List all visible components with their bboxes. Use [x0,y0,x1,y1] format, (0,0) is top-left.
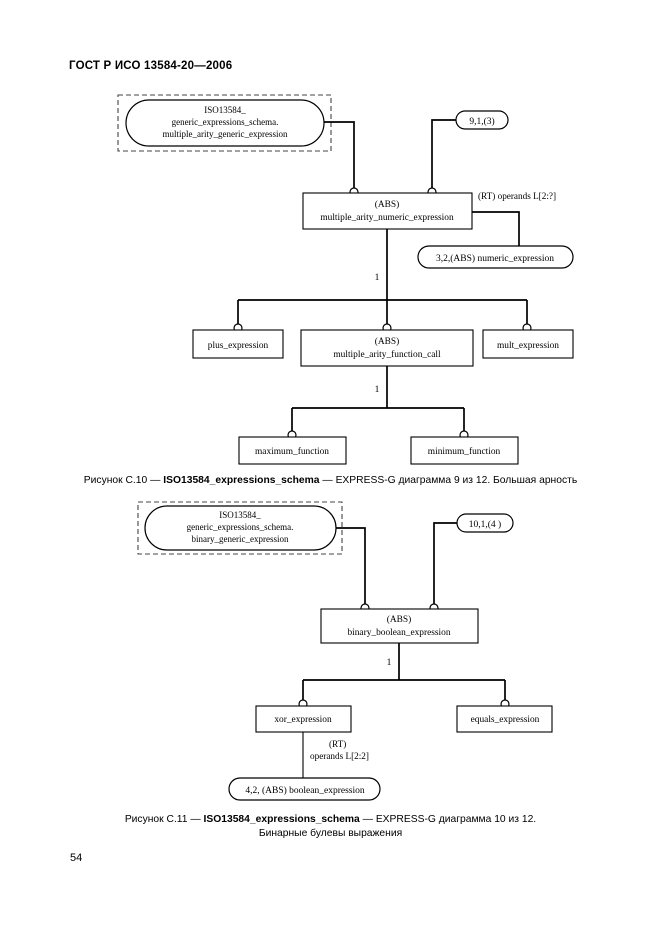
rt-operands-label-1: (RT) operands L[2:?] [478,191,556,201]
entity-box-root-2-line1: (ABS) [387,614,411,625]
figure-c10-caption: Рисунок С.10 — ISO13584_expressions_sche… [0,474,661,488]
connector-pageref-to-root-2 [433,522,457,608]
supertype-marker-2: 1 [375,385,380,395]
entity-box-plus-expression [192,329,284,359]
entity-box-maximum-function [238,436,347,465]
oval-boolean-expression-label: 4,2, (ABS) boolean_expression [245,785,365,796]
entity-box-root-2-line2: binary_boolean_expression [347,628,450,638]
entity-box-minimum-function-label: minimum_function [428,446,501,457]
interface-dashed-border-1 [117,94,332,152]
page-ref-label-2: 10,1,(4 ) [469,519,501,530]
reference-oval-2-line2: generic_expressions_schema. [187,522,294,532]
entity-box-equals-expression [456,705,553,733]
entity-box-binary-boolean-expression [320,608,479,644]
reference-oval-1-line1: ISO13584_ [204,105,246,115]
reference-oval-1-line3: multiple_arity_generic_expression [163,129,288,139]
figure-c11-caption-suffix: — EXPRESS-G диаграмма 10 из 12. [359,814,537,825]
document-header: ГОСТ Р ИСО 13584-20—2006 [69,60,233,72]
oval-numeric-expression-label: 3,2,(ABS) numeric_expression [436,253,554,264]
page-number: 54 [70,852,83,864]
figure-c11-caption-prefix: Рисунок С.11 — [124,814,204,825]
figure-c10-diagram: ISO13584_ generic_expressions_schema. mu… [117,94,574,465]
connector-ref-to-root-1 [324,121,355,192]
figure-c10-caption-prefix: Рисунок С.10 — [83,475,164,486]
figure-c11-caption: Рисунок С.11 — ISO13584_expressions_sche… [0,813,661,841]
figure-c10-caption-schema: ISO13584_expressions_schema [163,475,320,486]
figure-c11-diagram: ISO13584_ generic_expressions_schema. bi… [137,501,553,801]
connector-rt-to-numeric-oval [472,211,520,246]
page-ref-label-1: 9,1,(3) [469,116,494,127]
rt-label-2-line2: operands L[2:2] [310,751,369,761]
entity-box-minimum-function [410,436,519,465]
oval-numeric-expression [417,245,574,269]
figure-c11-caption-line1: Рисунок С.11 — ISO13584_expressions_sche… [0,813,661,827]
reference-oval-2-line1: ISO13584_ [219,510,261,520]
figure-c11-caption-line2: Бинарные булевы выражения [258,828,403,839]
entity-box-xor-expression [255,705,352,733]
reference-oval-1-line2: generic_expressions_schema. [172,117,279,127]
figure-c11-caption-schema: ISO13584_expressions_schema [203,814,360,825]
reference-oval-2-line3: binary_generic_expression [192,534,289,544]
entity-box-macall-abs-tag: (ABS) [375,336,399,347]
entity-box-plus-expression-label: plus_expression [208,341,269,351]
entity-box-multiple-arity-numeric-expression [302,192,473,230]
entity-box-root-1-line2: multiple_arity_numeric_expression [320,213,454,223]
rt-label-2-line1: (RT) [329,739,346,749]
entity-box-multiple-arity-function-call [300,329,474,367]
entity-box-equals-expression-label: equals_expression [471,715,540,725]
entity-box-mult-expression-label: mult_expression [497,341,559,351]
entity-box-xor-expression-label: xor_expression [274,715,332,725]
entity-box-root-1-line1: (ABS) [375,199,399,210]
entity-box-maximum-function-label: maximum_function [255,446,329,457]
connector-pageref-to-root-1 [431,119,456,192]
supertype-marker-1: 1 [375,273,380,283]
figure-c10-caption-suffix: — EXPRESS-G диаграмма 9 из 12. Большая а… [319,475,578,486]
supertype-marker-3: 1 [387,658,392,668]
oval-boolean-expression [228,777,381,801]
entity-box-mult-expression [482,329,574,359]
entity-box-macall-label: multiple_arity_function_call [333,349,441,360]
connector-ref-to-root-2 [336,527,366,608]
reference-oval-1 [125,99,325,147]
